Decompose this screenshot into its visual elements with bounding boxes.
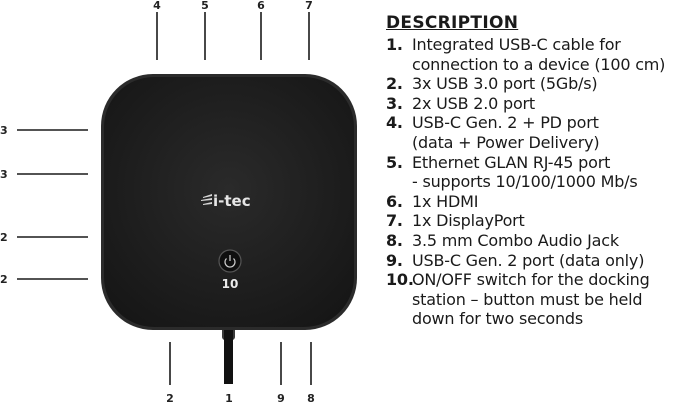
dock-diagram: i-tec 10 4 5 6 7 3 3 2 2 2 1 9 8 bbox=[0, 0, 357, 404]
power-label: 10 bbox=[222, 277, 239, 291]
item-text: 1x HDMI bbox=[412, 191, 479, 211]
item-text: Ethernet GLAN RJ-45 port - supports 10/1… bbox=[412, 152, 638, 192]
item-text: Integrated USB-C cable for connection to… bbox=[412, 35, 666, 74]
callout-5: 5 bbox=[201, 0, 209, 12]
list-item: 8. 3.5 mm Combo Audio Jack bbox=[386, 231, 700, 251]
power-button[interactable] bbox=[218, 249, 242, 273]
callout-3a: 3 bbox=[0, 124, 8, 137]
top-leader-lines bbox=[156, 12, 310, 60]
item-text: ON/OFF switch for the docking station – … bbox=[412, 270, 650, 329]
callout-numbers-left: 3 3 2 2 bbox=[0, 124, 8, 286]
list-item: 1. Integrated USB-C cable for connection … bbox=[386, 35, 700, 74]
callout-6: 6 bbox=[257, 0, 265, 12]
item-number: 7. bbox=[386, 211, 403, 231]
callout-9: 9 bbox=[277, 392, 285, 404]
list-item: 9. USB-C Gen. 2 port (data only) bbox=[386, 251, 700, 271]
callout-4: 4 bbox=[153, 0, 161, 12]
item-number: 1. bbox=[386, 35, 403, 54]
callout-1: 1 bbox=[225, 392, 233, 404]
item-number: 2. bbox=[386, 74, 403, 94]
callout-2c: 2 bbox=[166, 392, 174, 404]
left-leader-lines bbox=[17, 129, 88, 280]
item-text: 3x USB 3.0 port (5Gb/s) bbox=[412, 74, 598, 94]
callout-2a: 2 bbox=[0, 231, 8, 244]
item-number: 10. bbox=[386, 270, 414, 290]
item-number: 6. bbox=[386, 191, 403, 211]
power-icon bbox=[224, 255, 236, 268]
description-panel: DESCRIPTION 1. Integrated USB-C cable for… bbox=[386, 12, 700, 329]
item-text: USB-C Gen. 2 + PD port (data + Power Del… bbox=[412, 113, 600, 152]
list-item: 3. 2x USB 2.0 port bbox=[386, 94, 700, 114]
list-item: 7. 1x DisplayPort bbox=[386, 211, 700, 231]
item-number: 5. bbox=[386, 152, 403, 172]
list-item: 4. USB-C Gen. 2 + PD port (data + Power D… bbox=[386, 113, 700, 152]
item-text: 2x USB 2.0 port bbox=[412, 93, 535, 113]
callout-7: 7 bbox=[305, 0, 313, 12]
callout-numbers-bottom: 2 1 9 8 bbox=[166, 392, 315, 404]
callout-8: 8 bbox=[307, 392, 315, 404]
item-number: 4. bbox=[386, 113, 403, 133]
dock-body bbox=[104, 77, 354, 327]
logo-swoosh-icon bbox=[201, 194, 212, 205]
callout-2b: 2 bbox=[0, 273, 8, 286]
item-text: 3.5 mm Combo Audio Jack bbox=[412, 230, 619, 250]
list-item: 2. 3x USB 3.0 port (5Gb/s) bbox=[386, 74, 700, 94]
item-number: 3. bbox=[386, 93, 403, 113]
description-list: 1. Integrated USB-C cable for connection … bbox=[386, 35, 700, 329]
bottom-leader-lines bbox=[169, 342, 312, 385]
item-text: 1x DisplayPort bbox=[412, 211, 525, 231]
callout-numbers-top: 4 5 6 7 bbox=[153, 0, 313, 12]
item-number: 8. bbox=[386, 230, 403, 250]
item-text: USB-C Gen. 2 port (data only) bbox=[412, 250, 645, 270]
i-tec-logo: i-tec bbox=[201, 192, 251, 210]
description-heading: DESCRIPTION bbox=[386, 13, 519, 33]
callout-3b: 3 bbox=[0, 168, 8, 181]
list-item: 6. 1x HDMI bbox=[386, 192, 700, 212]
item-number: 9. bbox=[386, 250, 403, 270]
list-item: 5. Ethernet GLAN RJ-45 port - supports 10… bbox=[386, 153, 700, 192]
list-item: 10.ON/OFF switch for the docking station… bbox=[386, 270, 700, 329]
logo-text: i-tec bbox=[213, 192, 251, 210]
